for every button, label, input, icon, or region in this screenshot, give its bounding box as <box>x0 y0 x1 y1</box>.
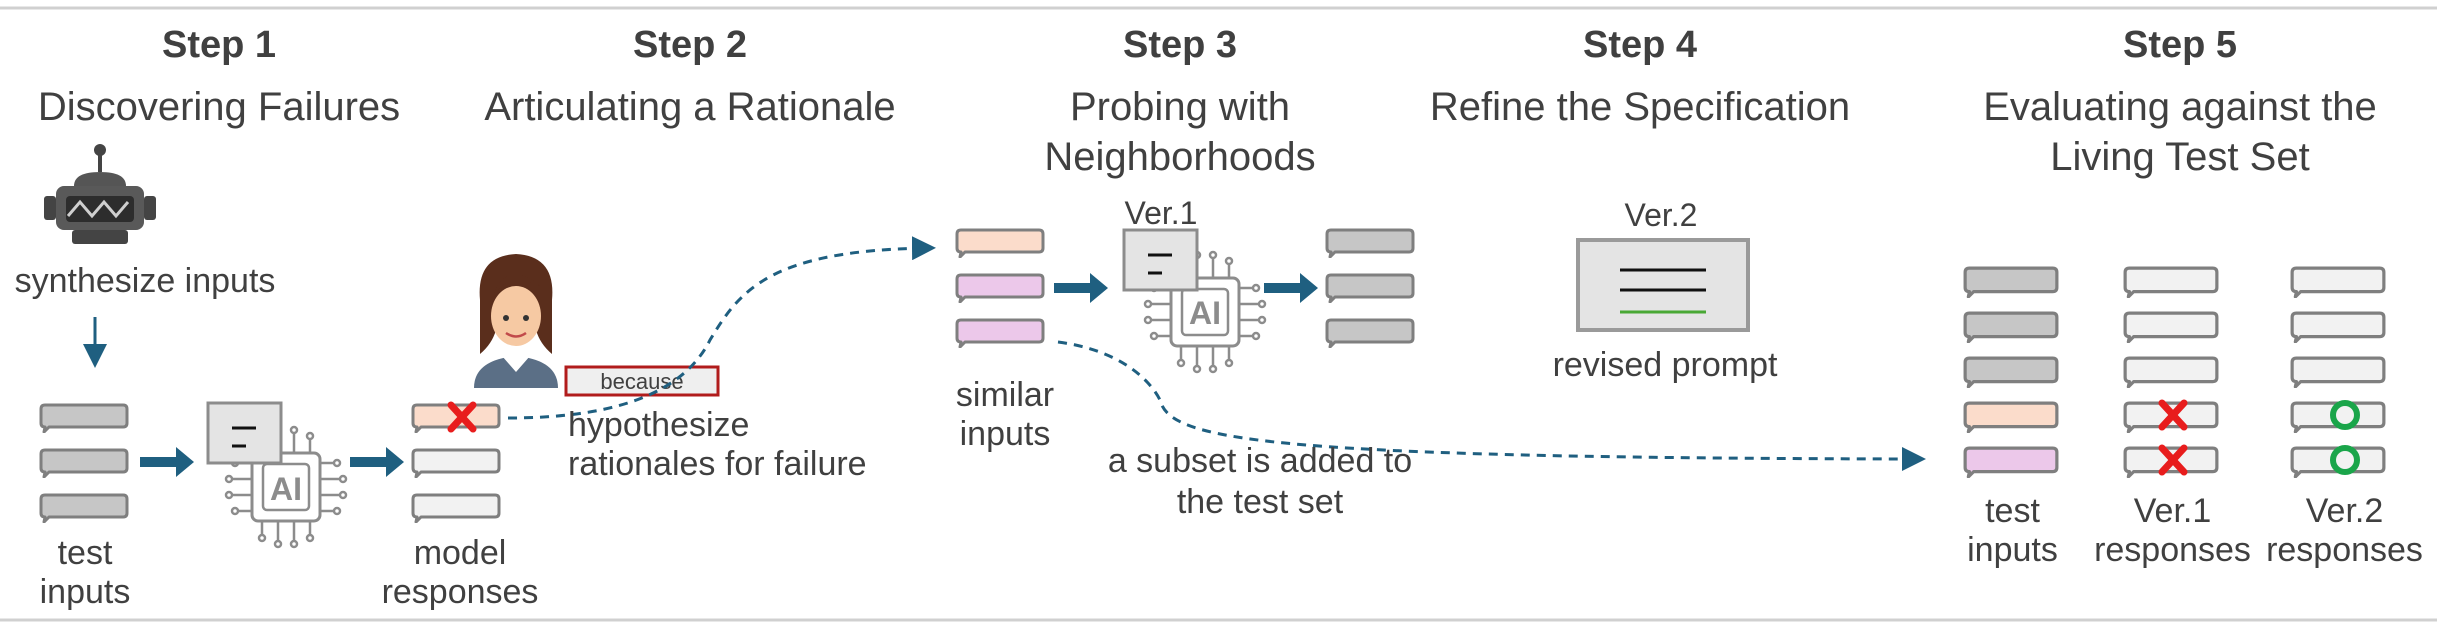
fail-x-icon <box>447 401 477 433</box>
flow-arrow <box>1054 273 1108 303</box>
ver1-tag: Ver.1 <box>1125 195 1198 231</box>
ai-chip-icon: AI <box>1122 228 1267 374</box>
step-4-label: Step 4 <box>1582 24 1698 66</box>
dashed-connector <box>507 236 936 420</box>
speech-bubble-icon <box>1325 273 1415 303</box>
speech-bubble-icon <box>1963 266 2059 298</box>
model-responses-label-line2: responses <box>381 573 539 611</box>
speech-bubble-icon <box>955 228 1045 258</box>
pass-circle-icon <box>2330 445 2360 475</box>
revised-prompt-label: revised prompt <box>1552 346 1778 384</box>
speech-bubble-icon <box>411 448 501 478</box>
speech-bubble-icon <box>2123 266 2219 298</box>
step-3-label: Step 3 <box>1122 24 1238 66</box>
speech-bubble-icon <box>2123 356 2219 388</box>
ai-chip-label: AI <box>270 471 302 507</box>
speech-bubble-icon <box>1963 356 2059 388</box>
step-5-label: Step 5 <box>2122 24 2238 66</box>
speech-bubble-icon <box>2290 356 2386 388</box>
speech-bubble-icon <box>411 493 501 523</box>
hypothesize-label-line2: rationales for failure <box>568 445 867 483</box>
s5-test-label-line2: inputs <box>1967 531 2058 569</box>
speech-bubble-icon <box>955 273 1045 303</box>
similar-inputs-label-line2: inputs <box>959 415 1051 453</box>
ver2-tag: Ver.2 <box>1625 197 1698 233</box>
s5-ver1-label-line2: responses <box>2094 531 2251 569</box>
step-2-title: Articulating a Rationale <box>484 85 896 129</box>
s5-test-label-line1: test <box>1985 492 2040 530</box>
dashed-connector <box>1057 340 1926 471</box>
flow-arrow <box>350 447 404 477</box>
speech-bubble-icon <box>1963 311 2059 343</box>
step-1-title: Discovering Failures <box>37 85 401 129</box>
ai-chip-label: AI <box>1189 295 1221 331</box>
subset-label-line2: the test set <box>1176 483 1344 521</box>
ai-chip-icon: AI <box>206 401 348 549</box>
s5-ver2-label-line2: responses <box>2266 531 2423 569</box>
speech-bubble-icon <box>2290 311 2386 343</box>
step-3-title-line1: Probing with <box>1069 85 1291 129</box>
step-2-label: Step 2 <box>632 24 748 66</box>
fail-x-icon <box>2158 444 2188 476</box>
step-3-title-line2: Neighborhoods <box>1044 135 1316 179</box>
step-4-title: Refine the Specification <box>1429 85 1851 129</box>
flow-arrow <box>140 447 194 477</box>
speech-bubble-icon <box>39 403 129 433</box>
test-inputs-label-line1: test <box>57 534 113 572</box>
synthesize-inputs-label: synthesize inputs <box>14 262 276 300</box>
prompt-doc-icon <box>1576 238 1750 332</box>
speech-bubble-icon <box>955 318 1045 348</box>
s5-ver1-label-line1: Ver.1 <box>2133 492 2212 530</box>
similar-inputs-label-line1: similar <box>955 376 1055 414</box>
hypothesize-label-line1: hypothesize <box>568 406 750 444</box>
pass-circle-icon <box>2330 400 2360 430</box>
step-5-title-line1: Evaluating against the <box>1983 85 2377 129</box>
speech-bubble-icon <box>2290 266 2386 298</box>
speech-bubble-icon <box>39 448 129 478</box>
test-inputs-label-line2: inputs <box>39 573 131 611</box>
fail-x-icon <box>2158 399 2188 431</box>
step-1-label: Step 1 <box>161 24 277 66</box>
speech-bubble-icon <box>1963 446 2059 478</box>
model-responses-label-line1: model <box>413 534 507 572</box>
because-label: because <box>600 369 683 394</box>
step-5-title-line2: Living Test Set <box>2050 135 2310 179</box>
subset-label-line1: a subset is added to <box>1107 442 1413 480</box>
s5-ver2-label-line1: Ver.2 <box>2305 492 2384 530</box>
robot-icon <box>44 144 156 244</box>
speech-bubble-icon <box>39 493 129 523</box>
because-tag <box>564 365 720 397</box>
person-icon <box>474 254 558 388</box>
speech-bubble-icon <box>2123 311 2219 343</box>
speech-bubble-icon <box>1325 228 1415 258</box>
speech-bubble-icon <box>1963 401 2059 433</box>
flow-arrow <box>1264 273 1318 303</box>
speech-bubble-icon <box>1325 318 1415 348</box>
